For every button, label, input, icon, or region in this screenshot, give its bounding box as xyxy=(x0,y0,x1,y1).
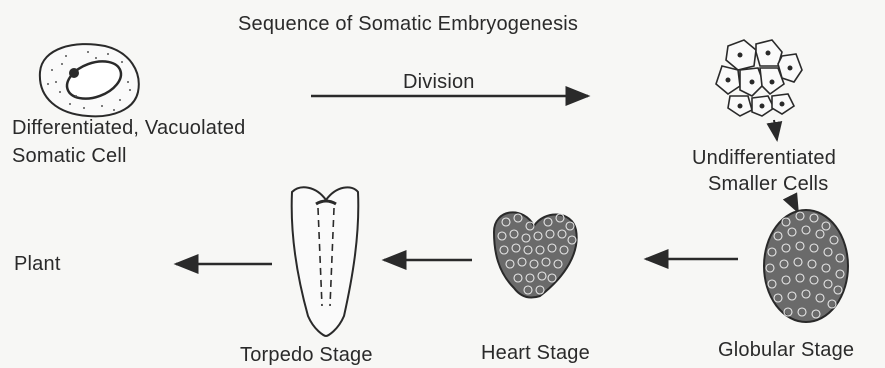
to-globular-arrow xyxy=(790,196,798,212)
torpedo-embryo xyxy=(292,187,359,336)
undifferentiated-cells-cluster xyxy=(716,40,802,116)
vacuolated-somatic-cell xyxy=(40,44,139,116)
globular-embryo xyxy=(764,210,848,322)
heart-embryo xyxy=(494,212,577,297)
to-small-cells-arrow xyxy=(774,120,777,140)
